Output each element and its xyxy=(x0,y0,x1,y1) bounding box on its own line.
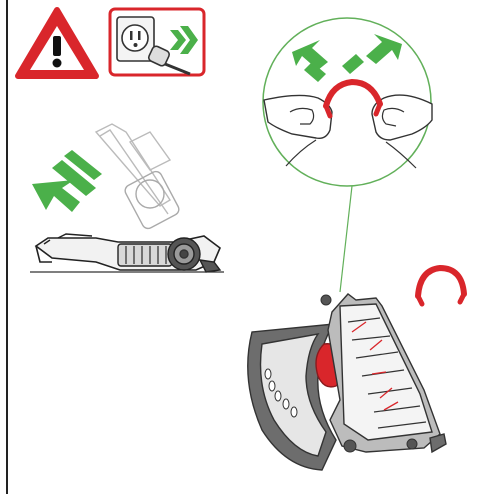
tilt-back-arrow-icon xyxy=(32,150,102,212)
brush-bar-clip-icon xyxy=(418,268,464,304)
cleaner-head-closeup xyxy=(248,294,446,470)
warning-triangle-icon xyxy=(18,10,96,76)
unplug-icon xyxy=(110,9,204,75)
zoom-detail-circle xyxy=(263,18,432,292)
